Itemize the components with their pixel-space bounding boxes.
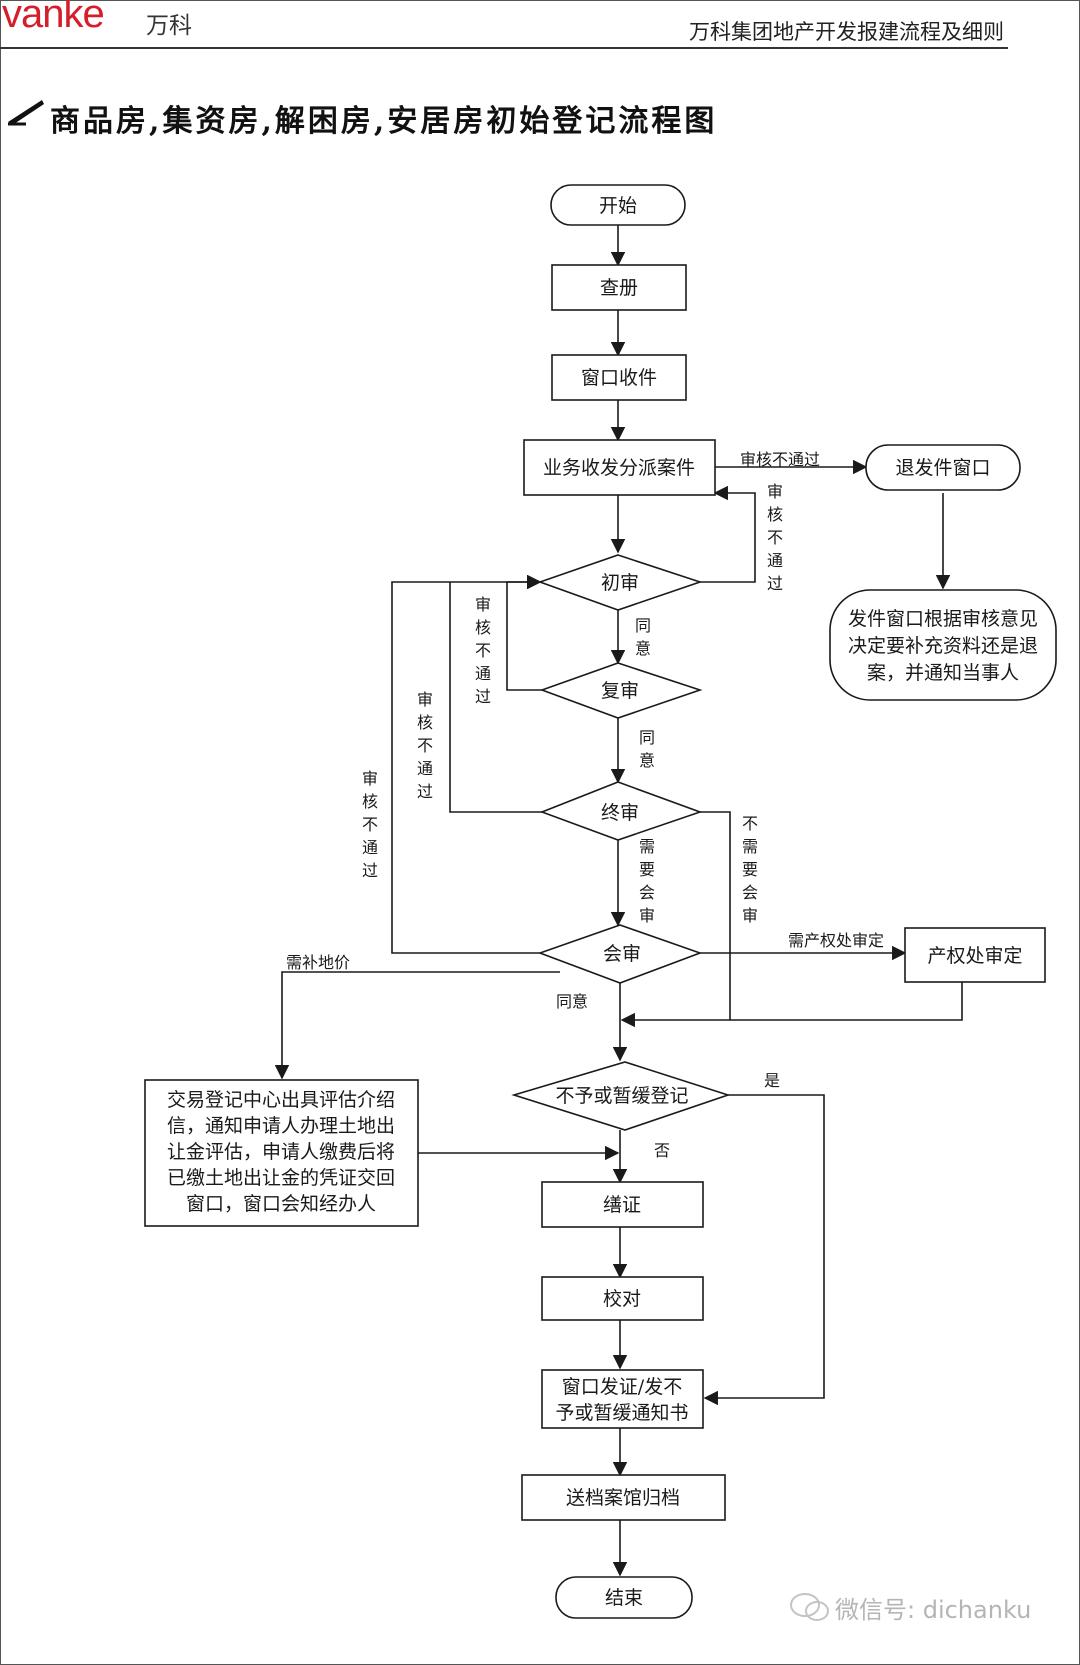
edge-label-vertical-char: 过	[475, 687, 491, 706]
node-refuse-decision	[511, 1061, 731, 1131]
vanke-logo: vanke	[2, 0, 105, 36]
edge-label-need-land-price: 需补地价	[286, 953, 350, 972]
node-dispatch	[523, 439, 716, 496]
edge-label-vertical-char: 过	[362, 861, 378, 880]
node-final-review-label: 终审	[601, 802, 639, 824]
node-window-receive-label: 窗口收件	[581, 367, 657, 389]
edge-label-fail-dispatch: 审核不通过	[740, 450, 820, 469]
node-check-register-label: 查册	[600, 277, 638, 299]
node-property-office	[904, 927, 1046, 983]
node-final-review	[539, 781, 703, 841]
edge-label-need-property: 需产权处审定	[788, 931, 884, 950]
edge-label-vertical-char: 不	[767, 528, 783, 547]
edge-label-vertical-char: 通	[417, 759, 433, 778]
edge-label-vertical-char: 通	[362, 838, 378, 857]
node-archive-label: 送档案馆归档	[566, 1487, 680, 1509]
node-exchange-line: 让金评估，申请人缴费后将	[167, 1141, 395, 1163]
node-second-review	[539, 662, 703, 719]
node-issue-line: 予或暂缓通知书	[555, 1402, 688, 1424]
node-proofread	[541, 1276, 704, 1321]
edge-label-vertical-char: 审	[362, 769, 378, 788]
node-exchange	[144, 1079, 419, 1227]
node-notify	[829, 589, 1057, 701]
node-end	[555, 1576, 693, 1619]
edge-label-vertical-char: 审	[767, 482, 783, 501]
edge-label-agree: 同意	[556, 992, 588, 1011]
edge-label-vertical-char: 需	[742, 837, 758, 856]
node-notify-line: 案，并通知当事人	[867, 662, 1019, 684]
edge-label-vertical-char: 需	[639, 837, 655, 856]
node-start	[550, 184, 686, 226]
node-first-review-label: 初审	[601, 572, 639, 594]
edge-label-vertical-char: 审	[639, 906, 655, 925]
edge-label-yes: 是	[764, 1071, 780, 1090]
edge-label-vertical-char: 同	[635, 616, 651, 635]
edge-label-vertical-char: 过	[767, 574, 783, 593]
edge-label-vertical-char: 要	[639, 860, 655, 879]
node-property-office-label: 产权处审定	[927, 945, 1022, 967]
edge-label-vertical-char: 审	[417, 690, 433, 709]
node-return-window	[865, 444, 1021, 491]
edge-label-vertical-char: 意	[639, 751, 655, 770]
node-exchange-line: 交易登记中心出具评估介绍	[167, 1089, 395, 1111]
node-proofread-label: 校对	[603, 1288, 641, 1310]
edge-label-vertical-char: 不	[475, 641, 491, 660]
node-first-review	[537, 554, 703, 611]
header-rule	[0, 47, 1008, 49]
node-make-cert-label: 缮证	[603, 1194, 641, 1216]
node-exchange-line: 信，通知申请人办理土地出	[167, 1115, 395, 1137]
page-title: 商品房,集资房,解困房,安居房初始登记流程图	[50, 104, 718, 139]
node-dispatch-label: 业务收发分派案件	[543, 457, 695, 479]
edge-label-vertical-char: 要	[742, 860, 758, 879]
node-return-window-label: 退发件窗口	[895, 457, 990, 479]
node-check-register	[551, 264, 687, 311]
edge-label-vertical-char: 同	[639, 728, 655, 747]
edge-label-vertical-char: 审	[742, 906, 758, 925]
vanke-logo-cn: 万科	[146, 13, 192, 39]
node-exchange-line: 窗口，窗口会知经办人	[186, 1193, 376, 1215]
node-issue-line: 窗口发证/发不	[562, 1376, 682, 1398]
node-make-cert	[541, 1181, 704, 1228]
node-notify-line: 决定要补充资料还是退	[848, 635, 1038, 657]
edge-label-vertical-char: 通	[767, 551, 783, 570]
edge-label-vertical-char: 意	[635, 639, 651, 658]
edge-label-vertical-char: 不	[742, 814, 758, 833]
edge-label-vertical-char: 核	[475, 618, 491, 637]
edge-label-vertical-char: 不	[362, 815, 378, 834]
node-exchange-line: 已缴土地出让金的凭证交回	[167, 1167, 395, 1189]
pen-mark-icon	[8, 100, 44, 126]
node-end-label: 结束	[605, 1587, 643, 1609]
node-joint-review	[537, 924, 703, 984]
edge-label-vertical-char: 通	[475, 664, 491, 683]
edge-label-vertical-char: 不	[417, 736, 433, 755]
edge-label-vertical-char: 核	[767, 505, 783, 524]
edge-label-vertical-char: 会	[742, 883, 758, 902]
wechat-icon	[790, 1593, 829, 1621]
edge-label-no: 否	[654, 1141, 670, 1160]
watermark: 微信号: dichanku	[835, 1596, 1032, 1624]
node-start-label: 开始	[599, 195, 637, 217]
node-window-receive	[551, 354, 687, 401]
edge-label-vertical-char: 审	[475, 595, 491, 614]
node-issue	[541, 1369, 704, 1429]
header-title: 万科集团地产开发报建流程及细则	[689, 20, 1004, 44]
node-refuse-decision-label: 不予或暂缓登记	[555, 1085, 688, 1107]
edge-label-vertical-char: 会	[639, 883, 655, 902]
node-joint-review-label: 会审	[603, 943, 641, 965]
edge-label-vertical-char: 过	[417, 782, 433, 801]
edge-label-vertical-char: 核	[362, 792, 378, 811]
node-second-review-label: 复审	[601, 680, 639, 702]
edge-label-vertical-char: 核	[417, 713, 433, 732]
node-notify-line: 发件窗口根据审核意见	[848, 608, 1038, 630]
node-archive	[521, 1474, 726, 1521]
